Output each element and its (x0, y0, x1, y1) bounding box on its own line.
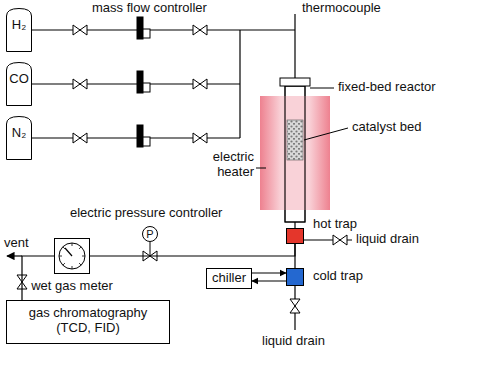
gas-cylinder: CO (6, 62, 32, 106)
component-label: electric heater (200, 150, 254, 180)
component-label: liquid drain (356, 232, 419, 247)
node-label: cold trap (313, 269, 329, 284)
component-label: thermocouple (302, 1, 381, 16)
node-label: wet gas meter (31, 279, 113, 294)
component-label: vent (4, 236, 29, 251)
mass-flow-controller (137, 17, 150, 147)
gas-cylinder: N₂ (6, 116, 32, 160)
node-label: P (143, 227, 157, 241)
pressure-controller: P (142, 226, 158, 242)
fixed-bed-reactor (260, 78, 330, 222)
component-label: fixed-bed reactor (338, 80, 436, 95)
pipe-connector (90, 244, 295, 256)
gauge-dial (55, 239, 89, 273)
hot-trap: hot trap (286, 228, 304, 244)
electric-heater (260, 96, 330, 210)
pipe-connector (22, 256, 54, 300)
pipe-connector (252, 272, 286, 273)
gc-box: gas chromatography (TCD, FID) (6, 300, 170, 344)
node-label: CO (6, 62, 32, 87)
catalyst-bed (287, 120, 303, 160)
node-label: hot trap (313, 217, 329, 232)
component-label: catalyst bed (352, 120, 421, 135)
gas-pipe (32, 14, 295, 228)
component-label: mass flow controller (92, 1, 207, 16)
leader-line (256, 88, 348, 168)
component-label: electric pressure controller (70, 206, 222, 221)
cold-trap: cold trap (286, 268, 304, 286)
node-label: gas chromatography (TCD, FID) (7, 301, 169, 341)
wet-gas-meter: wet gas meter (54, 238, 90, 274)
node-label: N₂ (6, 116, 32, 141)
vent-line (7, 255, 22, 256)
node-label: H₂ (6, 8, 32, 33)
pipe-connector (252, 280, 286, 281)
gas-cylinder: H₂ (6, 8, 32, 52)
pressure-control-valve (143, 242, 157, 261)
chiller-box: chiller (206, 268, 252, 289)
component-label: liquid drain (262, 334, 325, 349)
node-label: chiller (207, 269, 251, 286)
